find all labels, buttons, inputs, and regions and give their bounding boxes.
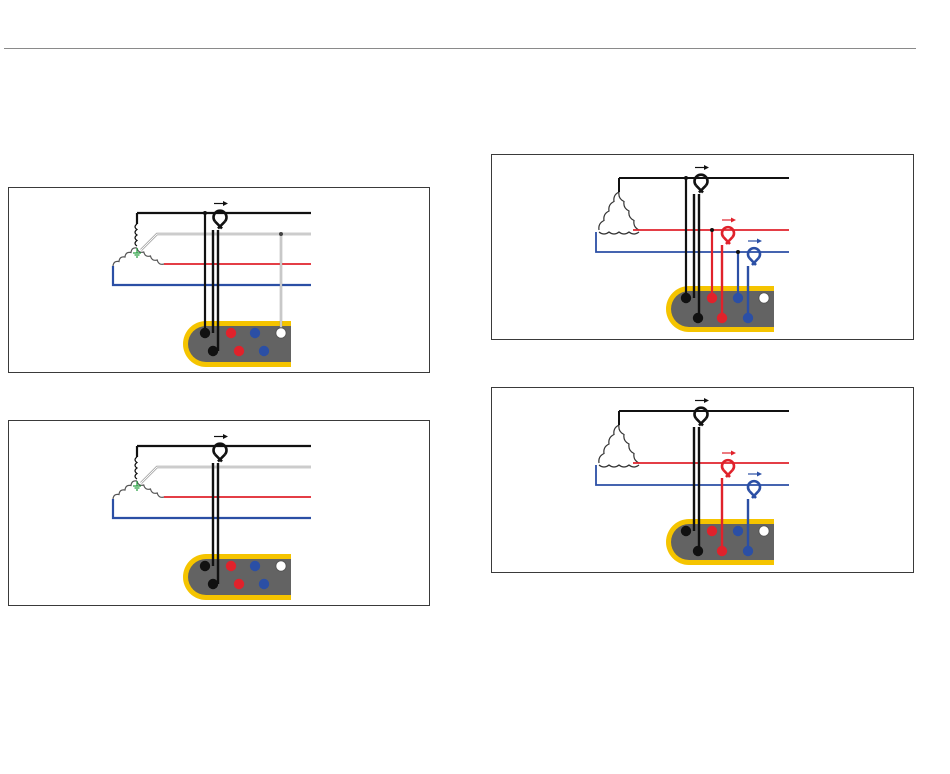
jack-black: [693, 313, 703, 323]
tap-point: [710, 228, 714, 232]
tap-point: [684, 176, 688, 180]
wye-current-diagram: [9, 421, 431, 607]
jack-red: [234, 346, 244, 356]
jack-blue: [733, 293, 743, 303]
delta-voltage-diagram: [492, 155, 915, 341]
direction-arrow-head: [757, 239, 762, 244]
jack-red: [234, 579, 244, 589]
jack-blue: [250, 561, 260, 571]
neutral-line: [141, 234, 311, 250]
jack-red: [717, 546, 727, 556]
jack-black: [200, 328, 210, 338]
delta-coil-icon: [599, 465, 639, 467]
wye-voltage-diagram: [9, 188, 431, 374]
current-clamp-icon: [748, 248, 760, 265]
jack-black: [200, 561, 210, 571]
jack-black: [681, 526, 691, 536]
neutral-line-core: [141, 234, 311, 250]
jack-red: [717, 313, 727, 323]
jack-blue: [259, 346, 269, 356]
tap-point: [203, 211, 207, 215]
jack-black: [681, 293, 691, 303]
wye-coil-icon: [135, 457, 137, 479]
wye-coil-icon: [113, 248, 137, 266]
jack-blue: [733, 526, 743, 536]
jack-red: [226, 561, 236, 571]
direction-arrow-head: [704, 398, 709, 403]
phase-line-blue: [596, 232, 789, 252]
jack-red: [226, 328, 236, 338]
jack-white: [276, 561, 286, 571]
wye-coil-icon: [135, 224, 137, 246]
delta-coil-icon: [619, 425, 639, 463]
wye-coil-icon: [137, 248, 164, 264]
header-rule: [4, 48, 916, 49]
jack-white: [759, 526, 769, 536]
delta-coil-icon: [599, 425, 619, 463]
delta-coil-icon: [599, 232, 639, 234]
jack-red: [707, 526, 717, 536]
jack-black: [208, 346, 218, 356]
jack-red: [707, 293, 717, 303]
tap-point: [279, 232, 283, 236]
direction-arrow-head: [223, 434, 228, 439]
jack-white: [759, 293, 769, 303]
neutral-line-core: [141, 467, 311, 483]
jack-blue: [259, 579, 269, 589]
diagram-panel-delta-with-voltage: [491, 154, 914, 340]
jack-blue: [250, 328, 260, 338]
tap-point: [736, 250, 740, 254]
direction-arrow-head: [731, 218, 736, 223]
neutral-line: [141, 467, 311, 483]
current-clamp-icon: [748, 481, 760, 498]
phase-line-blue: [596, 465, 789, 485]
delta-coil-icon: [619, 192, 639, 230]
diagram-panel-wye-with-voltage: [8, 187, 430, 373]
delta-current-diagram: [492, 388, 915, 574]
diagram-panel-delta-current-only: [491, 387, 914, 573]
direction-arrow-head: [757, 472, 762, 477]
wye-coil-icon: [137, 481, 164, 497]
jack-blue: [743, 546, 753, 556]
direction-arrow-head: [704, 165, 709, 170]
direction-arrow-head: [223, 201, 228, 206]
jack-black: [693, 546, 703, 556]
jack-black: [208, 579, 218, 589]
delta-coil-icon: [599, 192, 619, 230]
direction-arrow-head: [731, 451, 736, 456]
wye-coil-icon: [113, 481, 137, 499]
diagram-panel-wye-current-only: [8, 420, 430, 606]
jack-blue: [743, 313, 753, 323]
jack-white: [276, 328, 286, 338]
